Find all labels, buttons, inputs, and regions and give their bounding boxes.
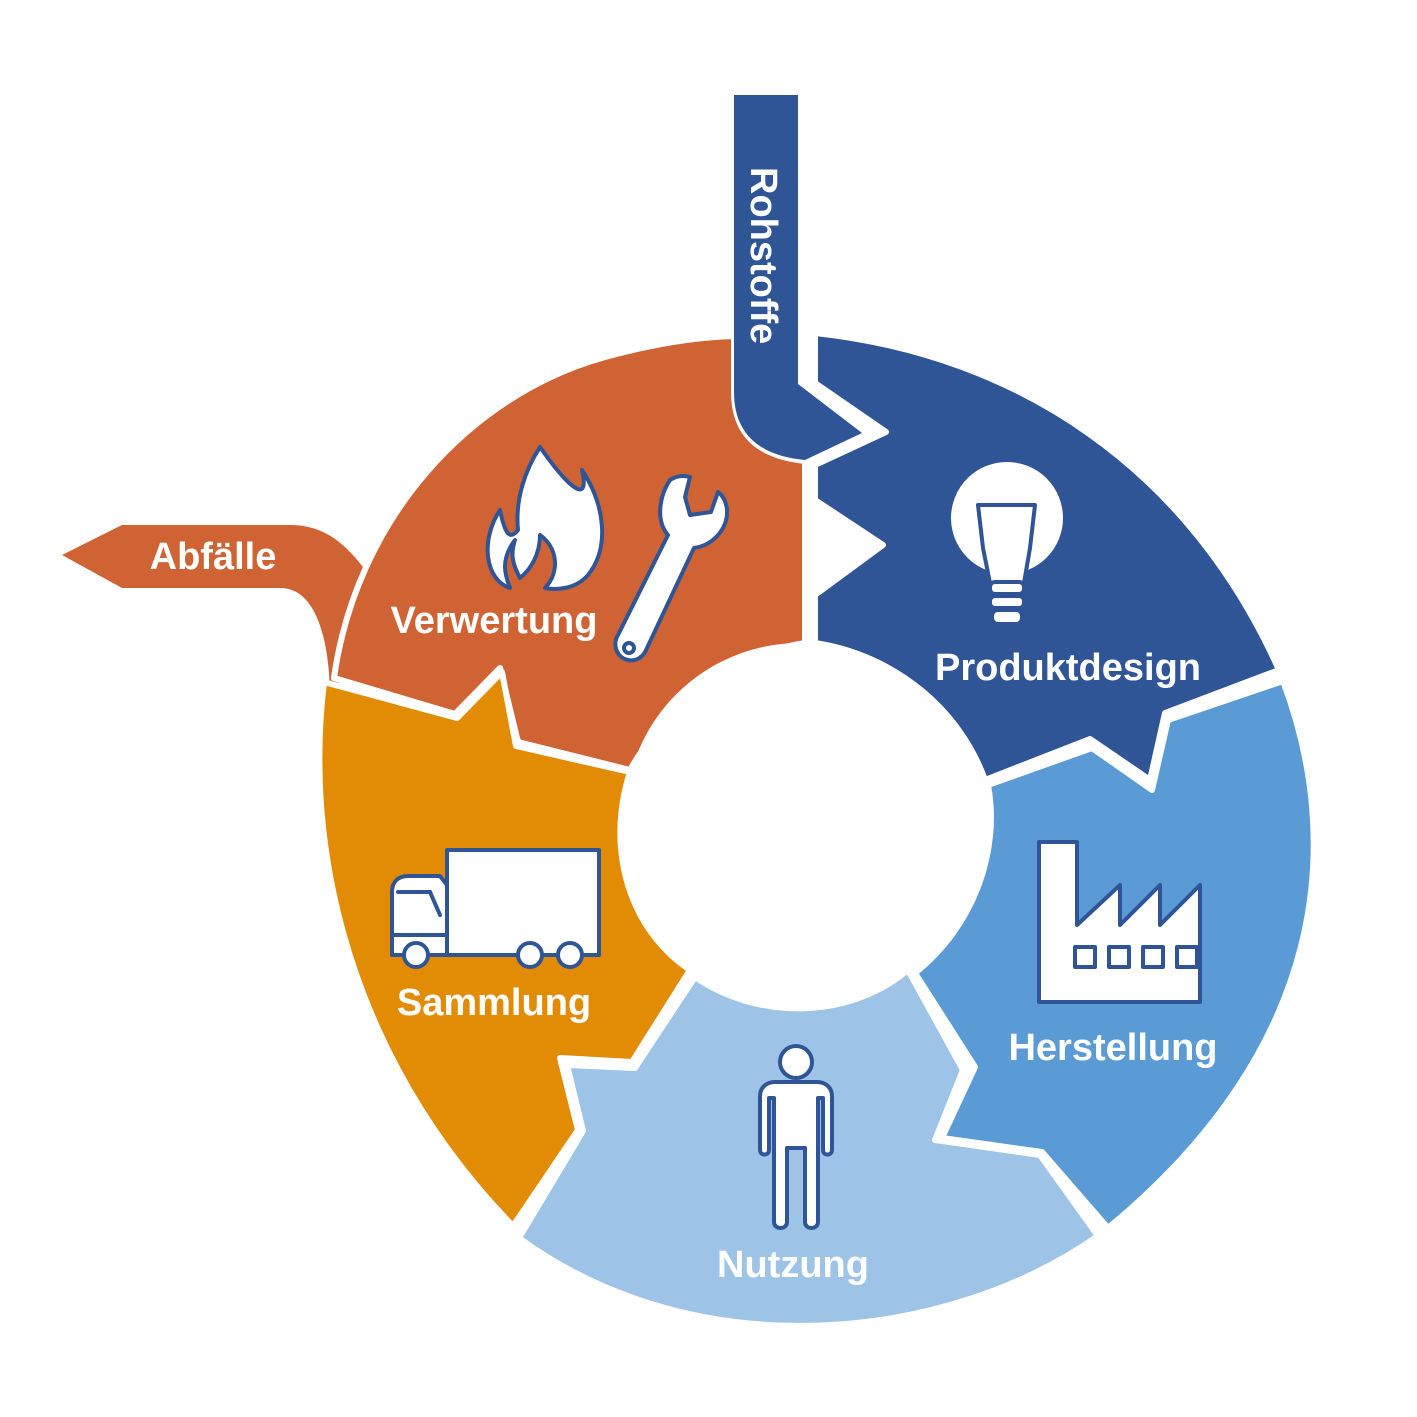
truck-icon — [390, 848, 601, 969]
nutzung-label: Nutzung — [717, 1244, 869, 1286]
person-icon — [758, 1044, 834, 1230]
lightbulb-icon — [947, 458, 1067, 626]
produktdesign-label: Produktdesign — [935, 647, 1201, 689]
factory-icon — [1037, 840, 1202, 1004]
abfaelle-label: Abfälle — [150, 536, 277, 578]
center-hole — [625, 643, 975, 993]
herstellung-label: Herstellung — [1008, 1027, 1217, 1069]
rohstoffe-arrow — [734, 95, 862, 460]
verwertung-label: Verwertung — [391, 600, 598, 642]
flame-icon — [485, 445, 605, 591]
wrench-icon — [613, 474, 730, 663]
abfaelle-arrow — [62, 525, 385, 700]
sammlung-label: Sammlung — [397, 982, 591, 1024]
rohstoffe-label: Rohstoffe — [742, 167, 784, 344]
